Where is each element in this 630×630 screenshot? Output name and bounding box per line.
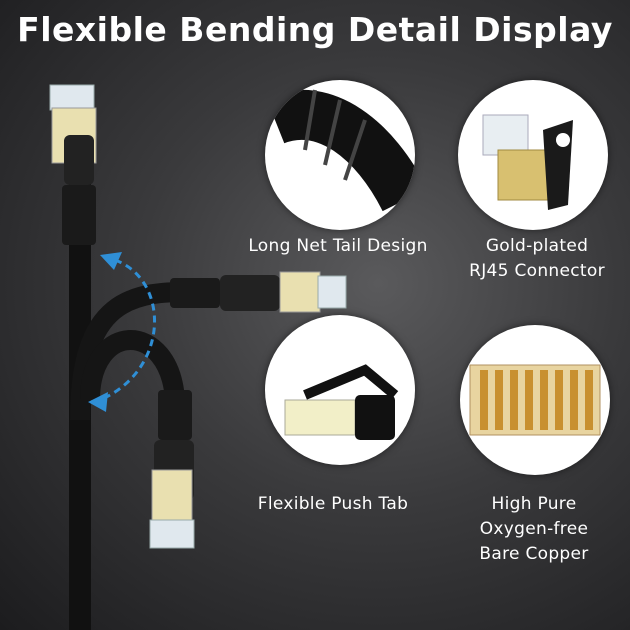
feature-circle-gold-plated xyxy=(458,80,608,230)
feature-circle-copper xyxy=(460,325,610,475)
feature-label-long-net-tail: Long Net Tail Design xyxy=(228,234,448,259)
top-connector-icon xyxy=(49,84,97,245)
feature-label-push-tab: Flexible Push Tab xyxy=(223,492,443,517)
feature-label-gold-plated: Gold-plated RJ45 Connector xyxy=(427,234,630,284)
label-line: Gold-plated xyxy=(485,236,589,256)
copper-pins-icon xyxy=(469,364,601,436)
label-line: Long Net Tail Design xyxy=(248,236,428,256)
label-line: Bare Copper xyxy=(479,544,589,564)
label-line: Oxygen-free xyxy=(479,519,589,539)
label-line: High Pure xyxy=(491,494,577,514)
cable-boot-icon xyxy=(265,89,415,212)
rj45-connector-icon xyxy=(482,114,573,210)
feature-label-copper: High Pure Oxygen-free Bare Copper xyxy=(424,492,630,567)
label-line: Flexible Push Tab xyxy=(257,494,409,514)
label-line: RJ45 Connector xyxy=(469,261,605,281)
bottom-connector-icon xyxy=(149,390,195,549)
feature-circle-long-net-tail xyxy=(265,80,415,230)
page-title: Flexible Bending Detail Display xyxy=(17,10,613,49)
right-connector-icon xyxy=(170,271,347,313)
push-tab-icon xyxy=(284,364,399,440)
feature-circle-push-tab xyxy=(265,315,415,465)
